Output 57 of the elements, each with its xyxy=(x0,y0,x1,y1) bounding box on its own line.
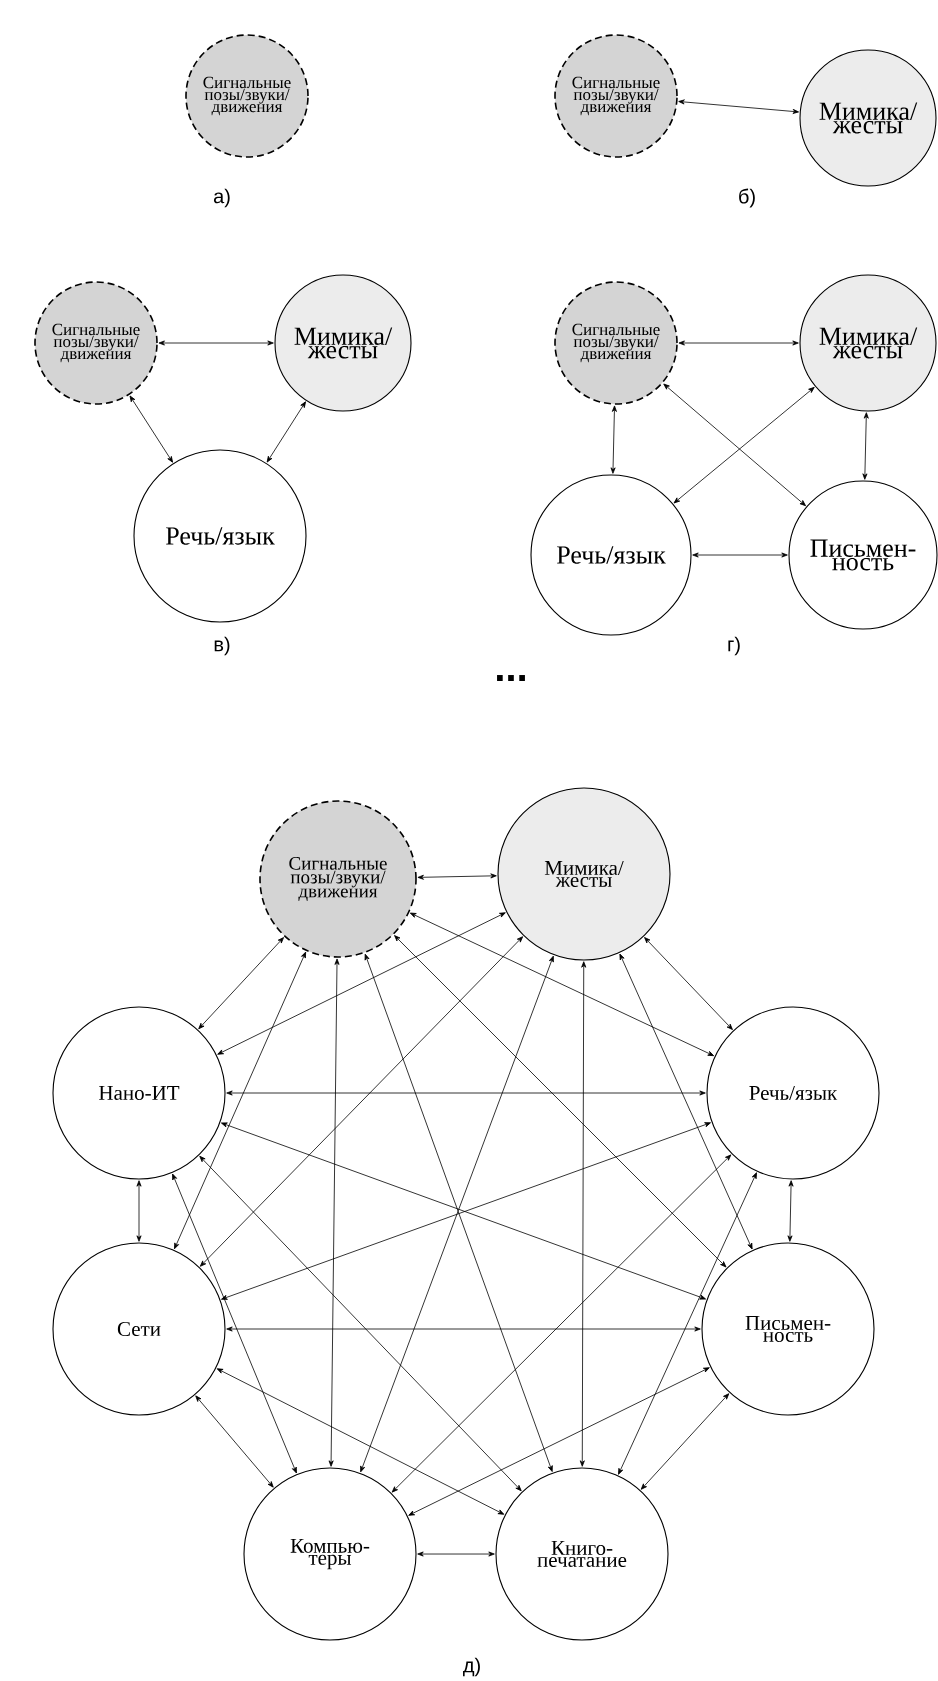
arrow xyxy=(619,953,753,1250)
arrow xyxy=(610,405,617,474)
arrow xyxy=(640,1393,730,1490)
arrow xyxy=(174,951,307,1250)
panel-label: г) xyxy=(728,636,740,656)
arrow xyxy=(678,99,799,114)
circle-node: Речь/язык xyxy=(530,474,692,636)
arrow xyxy=(394,935,727,1268)
arrow xyxy=(417,1551,495,1557)
arrow xyxy=(673,386,815,504)
circle-node: Сигнальные позы/звуки/ движения xyxy=(554,34,678,158)
arrow xyxy=(862,412,869,480)
circle-node: Мимика/ жесты xyxy=(799,49,937,187)
circle-node: Сигнальные позы/звуки/ движения xyxy=(554,281,678,405)
panel-label: а) xyxy=(213,188,230,208)
circle-node: Речь/язык xyxy=(133,449,307,623)
arrow xyxy=(787,1180,794,1242)
arrow xyxy=(409,912,715,1057)
circle-node: Письмен- ность xyxy=(701,1242,875,1416)
arrow xyxy=(644,937,733,1030)
circle-node: Мимика/ жесты xyxy=(497,787,671,961)
circle-node: Книго- печатание xyxy=(495,1467,669,1641)
arrow xyxy=(136,1180,142,1242)
arrow xyxy=(408,1367,710,1516)
circle-node: Компью- теры xyxy=(243,1467,417,1641)
arrow xyxy=(129,395,173,463)
arrow xyxy=(266,401,306,463)
arrow xyxy=(692,552,788,558)
circle-node: Сигнальные позы/звуки/ движения xyxy=(185,34,309,158)
arrow xyxy=(158,340,274,346)
circle-node: Нано-ИТ xyxy=(52,1006,226,1180)
arrow xyxy=(678,340,799,346)
panel-label: д) xyxy=(463,1657,480,1677)
arrow xyxy=(216,1368,505,1515)
arrow xyxy=(226,1326,701,1332)
circle-node: Мимика/ жесты xyxy=(274,274,412,412)
arrow xyxy=(199,936,524,1267)
arrow xyxy=(328,958,340,1467)
circle-node: Сети xyxy=(52,1242,226,1416)
arrow xyxy=(618,1172,757,1475)
circle-node: Сигнальные позы/звуки/ движения xyxy=(259,800,417,958)
arrow xyxy=(195,1395,274,1488)
arrow xyxy=(226,1090,706,1096)
panel-label: б) xyxy=(739,188,755,208)
circle-node: Сигнальные позы/звуки/ движения xyxy=(34,281,158,405)
arrow xyxy=(172,1173,297,1474)
arrow xyxy=(663,383,806,507)
circle-node: Речь/язык xyxy=(706,1006,880,1180)
arrow xyxy=(391,1154,732,1493)
arrow xyxy=(417,873,497,880)
circle-node: Письмен- ность xyxy=(788,480,938,630)
arrow xyxy=(579,961,587,1467)
arrow xyxy=(198,937,284,1030)
arrow xyxy=(217,912,506,1055)
arrow xyxy=(199,1155,522,1492)
ellipsis: ... xyxy=(497,675,525,681)
circle-node: Мимика/ жесты xyxy=(799,274,937,412)
